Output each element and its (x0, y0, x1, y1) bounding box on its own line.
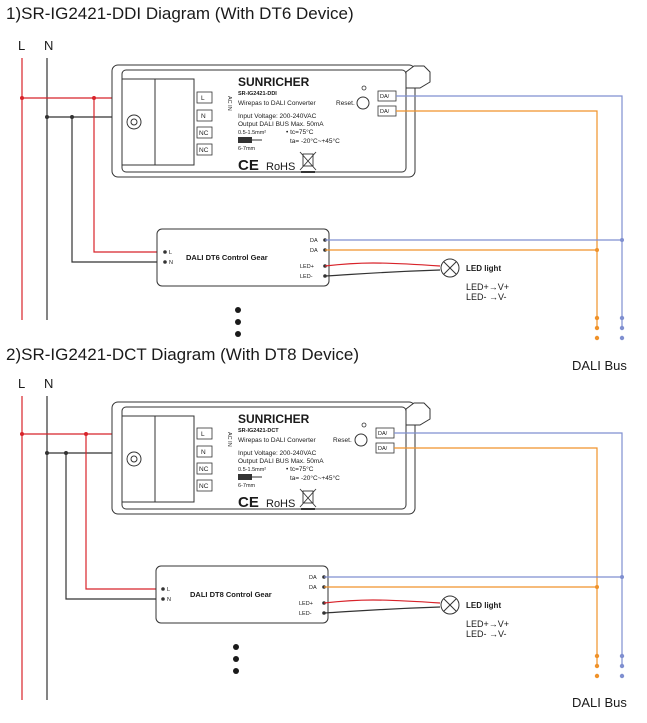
led-light-label: LED light (466, 601, 501, 610)
gear-terminal-da-1: DA (309, 575, 317, 581)
gear-label: DALI DT6 Control Gear (186, 253, 268, 262)
terminal-N: N (201, 113, 206, 120)
continuation-dots (233, 644, 625, 679)
brand-name: SUNRICHER (238, 75, 310, 89)
terminal-da-2: DA/ (378, 446, 388, 452)
dali-bus-wire-a (394, 432, 623, 668)
model-name: SR-IG2421-DCT (238, 428, 279, 434)
gear-terminal-da-2: DA (310, 248, 318, 254)
tc-rating: • tc=75°C (286, 465, 314, 473)
input-voltage: Input Voltage: 200-240VAC (238, 450, 317, 457)
section-1: 1)SR-IG2421-DDI Diagram (With DT6 Device… (6, 4, 627, 373)
converter-device: L N NC NC AC IN SUNRICHER SR-IG2421-DCT … (111, 401, 431, 515)
led-minus-wire (324, 269, 441, 277)
model-name: SR-IG2421-DDI (238, 91, 277, 97)
led-minus-wire (323, 606, 441, 614)
device-desc: Wirepas to DALI Converter (238, 437, 317, 444)
led-plus-wire (324, 262, 441, 267)
wire-gauge: 0.5-1.5mm² (238, 467, 266, 473)
dali-bus-wire-b (394, 447, 598, 668)
led-minus-note: LED- →V- (466, 292, 507, 302)
weee-bin-icon (299, 488, 317, 510)
gear-terminal-da-1: DA (310, 238, 318, 244)
gear-terminal-led-minus: LED- (300, 274, 313, 280)
gear-terminal-led-plus: LED+ (299, 601, 313, 607)
input-voltage: Input Voltage: 200-240VAC (238, 113, 317, 120)
neutral-to-gear (65, 453, 163, 600)
ta-rating: ta= -20°C~+45°C (290, 137, 340, 145)
terminal-N: N (201, 449, 206, 456)
terminal-da-1: DA/ (380, 94, 390, 100)
control-gear: L N DALI DT6 Control Gear DA DA LED+ LED… (156, 228, 330, 287)
ta-rating: ta= -20°C~+45°C (290, 474, 340, 482)
terminal-NC-1: NC (199, 130, 209, 137)
neutral-to-gear (71, 117, 163, 263)
device-desc: Wirepas to DALI Converter (238, 100, 317, 107)
reset-button[interactable] (354, 433, 368, 447)
terminal-L: L (201, 431, 205, 438)
gear-terminal-da-2: DA (309, 585, 317, 591)
led-plus-note: LED+→V+ (466, 619, 509, 629)
converter-device: L N NC NC AC IN SUNRICHER SR-IG2421-DDI … (111, 64, 431, 178)
ce-mark: CE (238, 494, 259, 511)
dali-bus-label: DALI Bus (572, 358, 627, 373)
led-minus-note: LED- →V- (466, 629, 507, 639)
dali-bus-wire-b (396, 110, 598, 330)
rohs-mark: RoHS (266, 161, 295, 173)
terminal-NC-2: NC (199, 147, 209, 154)
neutral-label: N (44, 38, 53, 53)
gear-label: DALI DT8 Control Gear (190, 590, 272, 599)
gear-terminal-N: N (169, 260, 173, 266)
live-label: L (18, 376, 25, 391)
section-title: 1)SR-IG2421-DDI Diagram (With DT6 Device… (6, 4, 354, 23)
gear-terminal-L: L (169, 250, 172, 256)
led-plus-wire (323, 599, 441, 604)
live-to-gear (85, 434, 163, 590)
output-spec: Output DALI BUS Max. 50mA (238, 458, 324, 465)
led-lamp-icon (440, 258, 460, 278)
section-2: 2)SR-IG2421-DCT Diagram (With DT8 Device… (6, 345, 627, 710)
led-plus-note: LED+→V+ (466, 282, 509, 292)
neutral-label: N (44, 376, 53, 391)
brand-name: SUNRICHER (238, 412, 310, 426)
ac-in-label: AC IN (226, 432, 232, 447)
live-to-gear (93, 98, 163, 253)
ce-mark: CE (238, 157, 259, 174)
terminal-da-2: DA/ (380, 109, 390, 115)
terminal-NC-2: NC (199, 483, 209, 490)
continuation-dots (235, 307, 625, 341)
dali-bus-label: DALI Bus (572, 695, 627, 710)
led-lamp-icon (440, 595, 460, 615)
section-title: 2)SR-IG2421-DCT Diagram (With DT8 Device… (6, 345, 359, 364)
rohs-mark: RoHS (266, 498, 295, 510)
gear-terminal-L: L (167, 587, 170, 593)
reset-label: Reset. (333, 437, 352, 444)
gear-terminal-led-plus: LED+ (300, 264, 314, 270)
gear-terminal-led-minus: LED- (299, 611, 312, 617)
reset-button[interactable] (356, 96, 370, 110)
strip-length: 6-7mm (238, 483, 256, 489)
reset-label: Reset. (336, 100, 355, 107)
terminal-NC-1: NC (199, 466, 209, 473)
control-gear: L N DALI DT8 Control Gear DA DA LED+ LED… (155, 565, 329, 624)
dali-bus-wire-a (396, 95, 623, 330)
output-spec: Output DALI BUS Max. 50mA (238, 121, 324, 128)
led-light-label: LED light (466, 264, 501, 273)
terminal-da-1: DA/ (378, 431, 388, 437)
wire-gauge: 0.5-1.5mm² (238, 130, 266, 136)
gear-terminal-N: N (167, 597, 171, 603)
strip-length: 6-7mm (238, 146, 256, 152)
ac-in-label: AC IN (226, 96, 232, 111)
live-label: L (18, 38, 25, 53)
terminal-L: L (201, 95, 205, 102)
weee-bin-icon (299, 151, 317, 173)
tc-rating: • tc=75°C (286, 128, 314, 136)
